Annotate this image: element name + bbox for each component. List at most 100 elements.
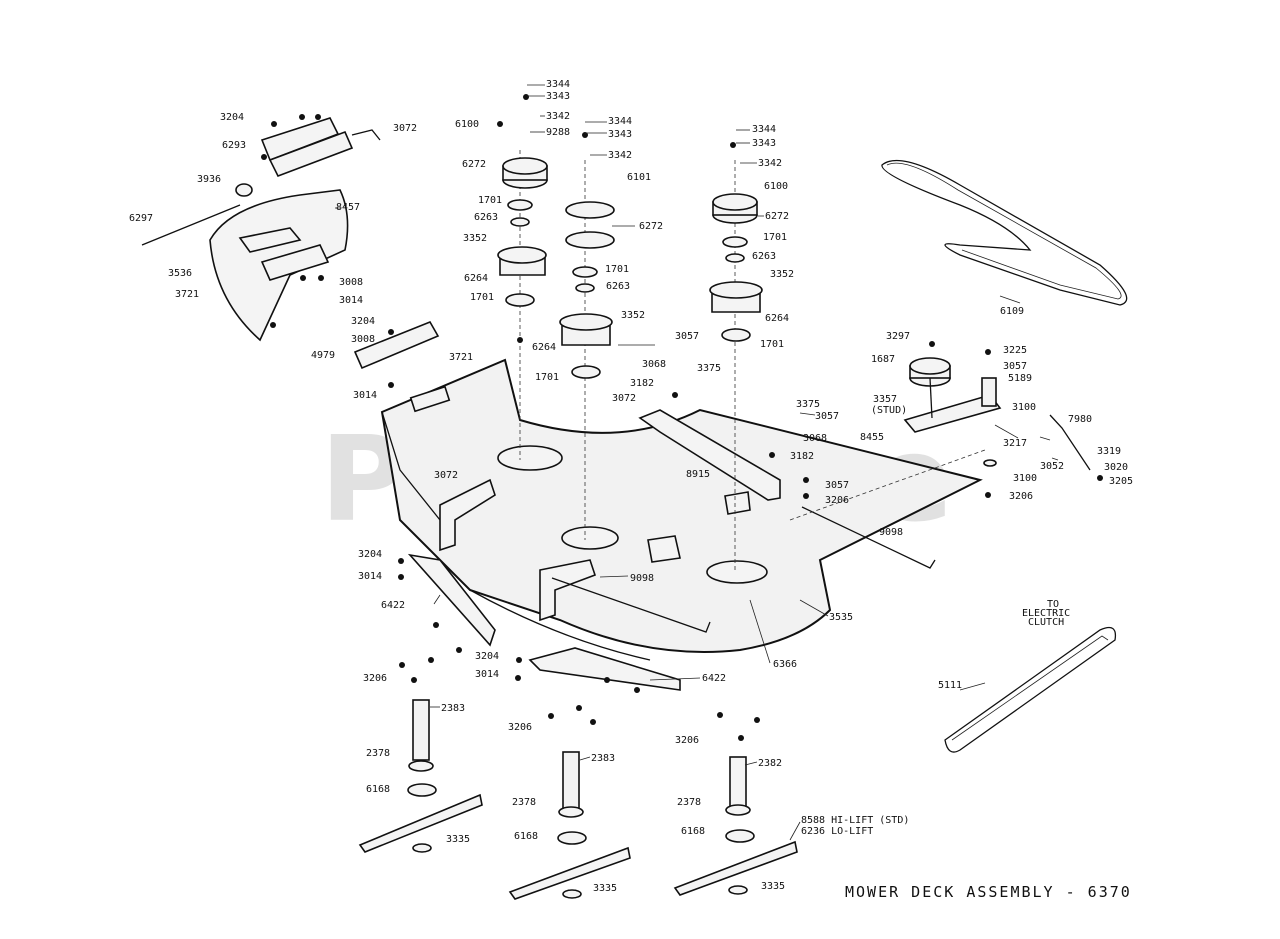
callout-3342: 3342 [546,111,570,122]
spring-7980[interactable] [1049,414,1091,471]
callout-2378: 2378 [366,748,390,759]
callout-6422: 6422 [381,600,405,611]
belt-6109[interactable] [881,159,1128,306]
callout-2378: 2378 [677,797,701,808]
baffle-left[interactable] [407,553,496,647]
lift-rod-front[interactable] [551,577,711,633]
callout-6422: 6422 [702,673,726,684]
callout-3100: 3100 [1012,402,1036,413]
callout-7980: 7980 [1068,414,1092,425]
callout-2383: 2383 [441,703,465,714]
lift-rod-rear[interactable] [801,506,936,569]
callout-3014: 3014 [339,295,363,306]
front-bracket[interactable] [439,478,597,622]
callout-3052: 3052 [1040,461,1064,472]
callout-3206: 3206 [508,722,532,733]
baffle-right[interactable] [528,647,681,691]
blade-right[interactable] [673,756,798,896]
callout-3357-stud: (STUD) [871,405,907,416]
mower-deck-shell[interactable] [380,358,983,661]
callout-1701: 1701 [535,372,559,383]
callout-3068: 3068 [803,433,827,444]
callout-3206: 3206 [363,673,387,684]
callout-6272: 6272 [639,221,663,232]
callout-6263: 6263 [606,281,630,292]
callout-1687: 1687 [871,354,895,365]
callout-6100: 6100 [455,119,479,130]
callout-3335: 3335 [761,881,785,892]
callout-3352: 3352 [463,233,487,244]
callout-4979: 4979 [311,350,335,361]
spindle-right[interactable] [709,193,763,342]
callout-6101: 6101 [627,172,651,183]
callout-3014: 3014 [353,390,377,401]
callout-6168: 6168 [681,826,705,837]
idler-arm-8455[interactable] [903,377,1002,433]
callout-6293: 6293 [222,140,246,151]
callout-5189: 5189 [1008,373,1032,384]
spindle-left[interactable] [497,157,548,307]
shield-plate-4979[interactable] [353,320,440,370]
blade-center[interactable] [508,751,631,900]
idler-pulley-1687[interactable] [909,357,951,387]
callout-3182: 3182 [790,451,814,462]
callout-3319: 3319 [1097,446,1121,457]
blade-left[interactable] [358,699,483,853]
spring-3936[interactable] [235,183,253,197]
callout-3008: 3008 [339,277,363,288]
callout-6264: 6264 [532,342,556,353]
diagram-title: MOWER DECK ASSEMBLY - 6370 [845,883,1132,901]
callout-9288: 9288 [546,127,570,138]
hardware-fasteners [261,94,1103,741]
callout-3343: 3343 [546,91,570,102]
discharge-chute[interactable] [209,189,349,342]
callout-3204: 3204 [358,549,382,560]
callout-8915: 8915 [686,469,710,480]
callout-3344: 3344 [752,124,776,135]
callout-3100: 3100 [1013,473,1037,484]
callout-1701: 1701 [605,264,629,275]
callout-3057: 3057 [1003,361,1027,372]
callout-1701: 1701 [478,195,502,206]
callout-3072: 3072 [434,470,458,481]
callout-3057: 3057 [675,331,699,342]
callout-3344: 3344 [546,79,570,90]
callout-3721: 3721 [175,289,199,300]
callout-6263: 6263 [474,212,498,223]
callout-2383: 2383 [591,753,615,764]
callout-3352: 3352 [770,269,794,280]
callout-3008: 3008 [351,334,375,345]
callout-8588: 8588 HI-LIFT (STD) [801,815,909,826]
callout-3342: 3342 [758,158,782,169]
callout-6272: 6272 [765,211,789,222]
callout-labels: 3344 3343 6100 3342 9288 3344 3343 3342 … [129,79,1133,894]
callout-3057: 3057 [825,480,849,491]
callout-3342: 3342 [608,150,632,161]
spindle-center[interactable] [559,201,615,379]
callout-3072: 3072 [612,393,636,404]
callout-3225: 3225 [1003,345,1027,356]
callout-3204: 3204 [475,651,499,662]
clutch-note-line2: ELECTRIC [1022,608,1070,619]
chute-hinge-bracket[interactable] [260,117,381,178]
belt-5111[interactable] [944,626,1117,753]
hanger-bracket[interactable] [638,409,781,515]
callout-3206: 3206 [675,735,699,746]
callout-6263: 6263 [752,251,776,262]
callout-3375: 3375 [796,399,820,410]
callout-3217: 3217 [1003,438,1027,449]
callout-3536: 3536 [168,268,192,279]
callout-3344: 3344 [608,116,632,127]
callout-3204: 3204 [220,112,244,123]
callout-3352: 3352 [621,310,645,321]
callout-3072: 3072 [393,123,417,134]
chute-rod[interactable] [141,204,241,246]
callout-8457: 8457 [336,202,360,213]
callout-3020: 3020 [1104,462,1128,473]
callout-3936: 3936 [197,174,221,185]
callout-3335: 3335 [446,834,470,845]
callout-3721: 3721 [449,352,473,363]
callout-3206: 3206 [1009,491,1033,502]
callout-6297: 6297 [129,213,153,224]
